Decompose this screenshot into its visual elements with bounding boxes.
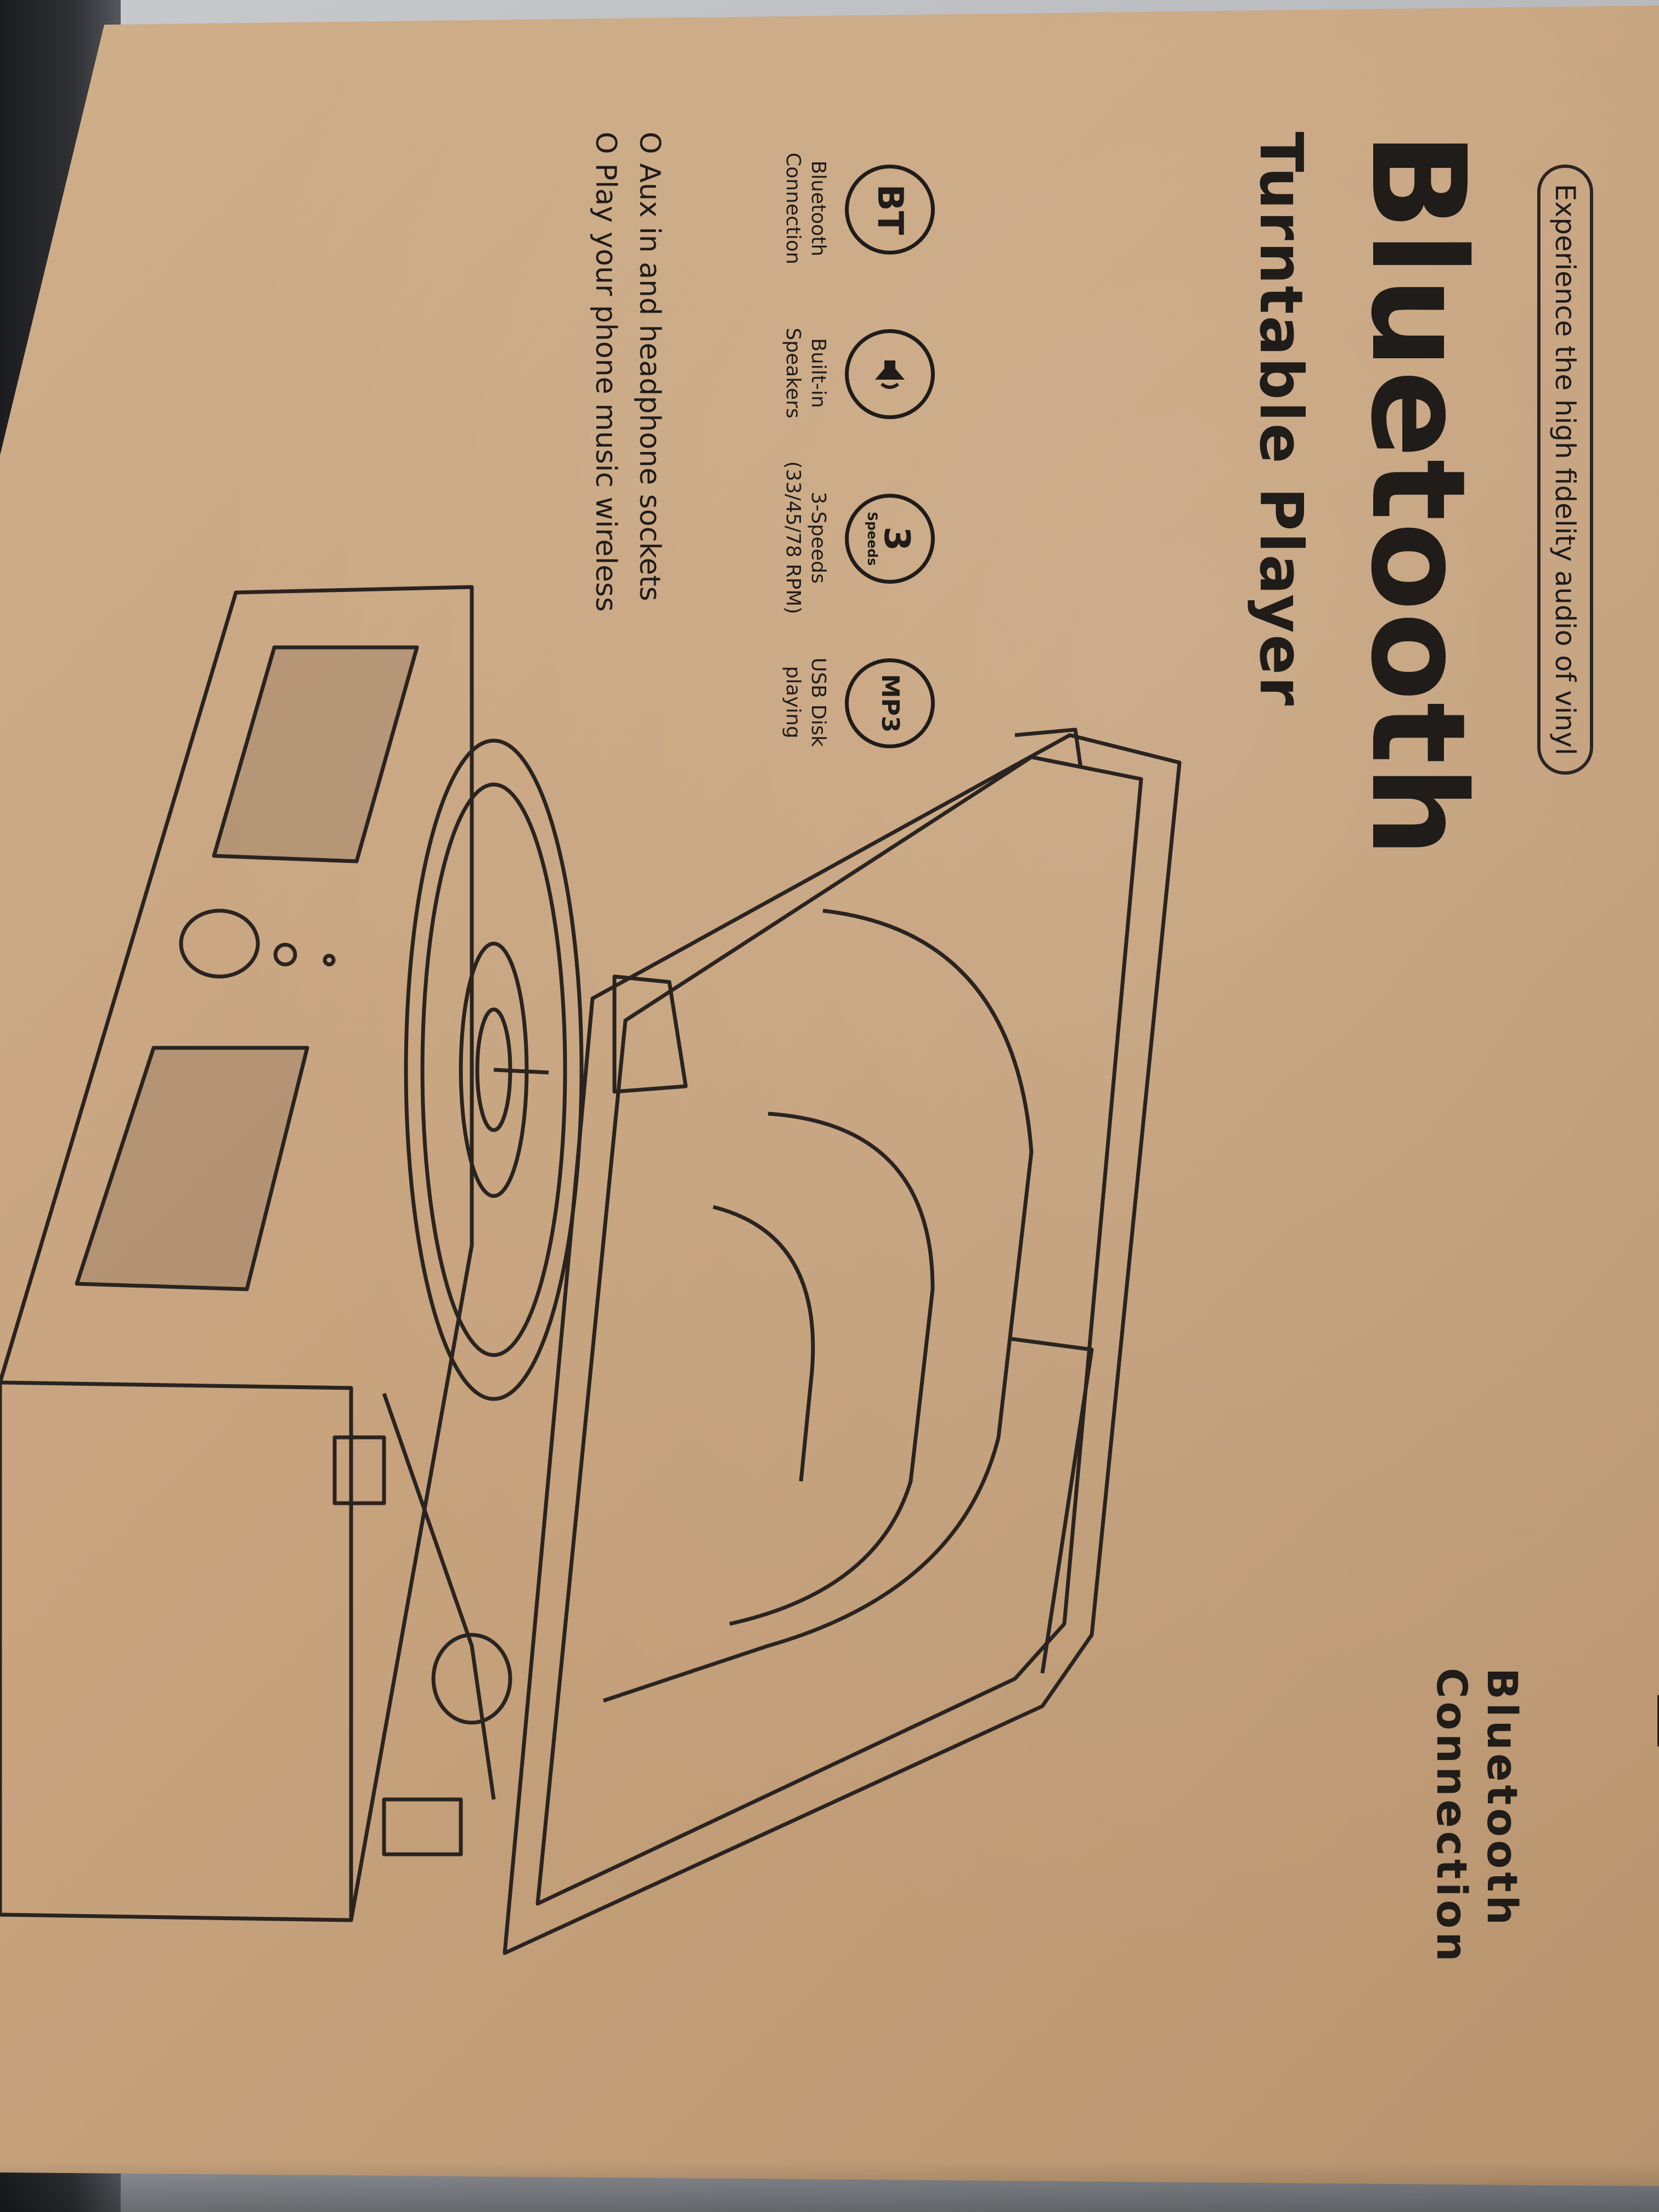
feature-icons-row: BT Bluetooth Connection Built-in Speaker… — [737, 132, 935, 845]
feature-speakers: Built-in Speakers — [737, 296, 935, 450]
rotated-print: Experience the high fidelity audio of vi… — [589, 132, 1659, 1965]
bottom-shadow — [0, 2162, 1659, 2212]
speaker-icon — [845, 329, 935, 419]
